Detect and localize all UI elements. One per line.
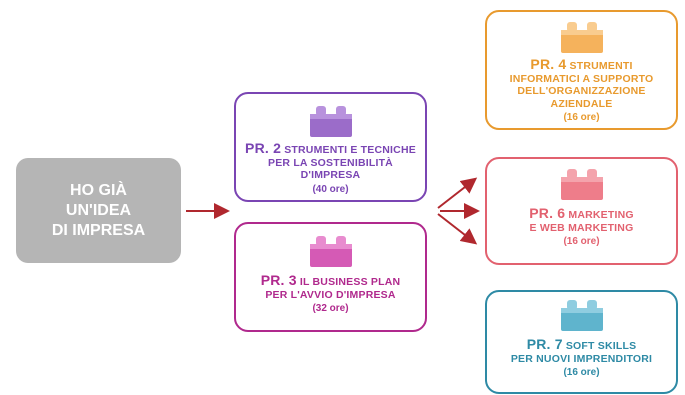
start-line-2: UN'IDEA	[65, 201, 132, 219]
module-line-1: IL BUSINESS PLAN	[299, 276, 401, 288]
module-line-3: DELL'ORGANIZZAZIONE	[517, 85, 646, 97]
module-hours: (40 ore)	[312, 183, 349, 195]
module-pr4: PR. 4 STRUMENTI INFORMATICI A SUPPORTO D…	[485, 10, 678, 130]
start-line-1: HO GIÀ	[70, 181, 127, 199]
lego-brick-icon	[560, 169, 603, 200]
module-hours: (16 ore)	[563, 236, 600, 247]
module-code: PR. 3	[260, 272, 297, 288]
module-code: PR. 2	[245, 140, 282, 156]
start-line-3: DI IMPRESA	[51, 221, 146, 239]
module-line-1: STRUMENTI E TECNICHE	[284, 144, 416, 156]
lego-brick-icon	[560, 22, 603, 53]
module-line-1: SOFT SKILLS	[565, 340, 637, 352]
module-pr2: PR. 2 STRUMENTI E TECNICHE PER LA SOSTEN…	[234, 92, 427, 202]
module-line-2: E WEB MARKETING	[529, 221, 634, 234]
module-hours: (32 ore)	[312, 303, 349, 314]
lego-brick-icon	[560, 300, 603, 331]
module-line-2: PER LA SOSTENIBILITÀ	[268, 156, 393, 169]
module-pr6: PR. 6 MARKETING E WEB MARKETING (16 ore)	[485, 157, 678, 265]
module-line-2: PER NUOVI IMPRENDITORI	[510, 352, 653, 365]
module-pr7: PR. 7 SOFT SKILLS PER NUOVI IMPRENDITORI…	[485, 290, 678, 394]
module-line-1: STRUMENTI	[569, 60, 633, 72]
arrow-to-pr4	[437, 177, 478, 209]
arrow-to-pr7	[437, 213, 478, 245]
module-code: PR. 4	[530, 56, 567, 72]
module-line-4: AZIENDALE	[550, 97, 613, 110]
module-line-1: MARKETING	[568, 209, 634, 221]
module-hours: (16 ore)	[563, 112, 600, 123]
module-hours: (16 ore)	[563, 367, 600, 378]
module-code: PR. 7	[526, 336, 563, 352]
module-pr3: PR. 3 IL BUSINESS PLAN PER L'AVVIO D'IMP…	[234, 222, 427, 332]
module-code: PR. 6	[529, 205, 566, 221]
lego-brick-icon	[309, 236, 352, 267]
lego-brick-icon	[309, 106, 352, 137]
module-line-2: INFORMATICI A SUPPORTO	[509, 72, 654, 85]
module-line-2: PER L'AVVIO D'IMPRESA	[265, 288, 396, 301]
module-line-3: D'IMPRESA	[300, 169, 361, 181]
start-box: HO GIÀ UN'IDEA DI IMPRESA	[16, 158, 181, 263]
